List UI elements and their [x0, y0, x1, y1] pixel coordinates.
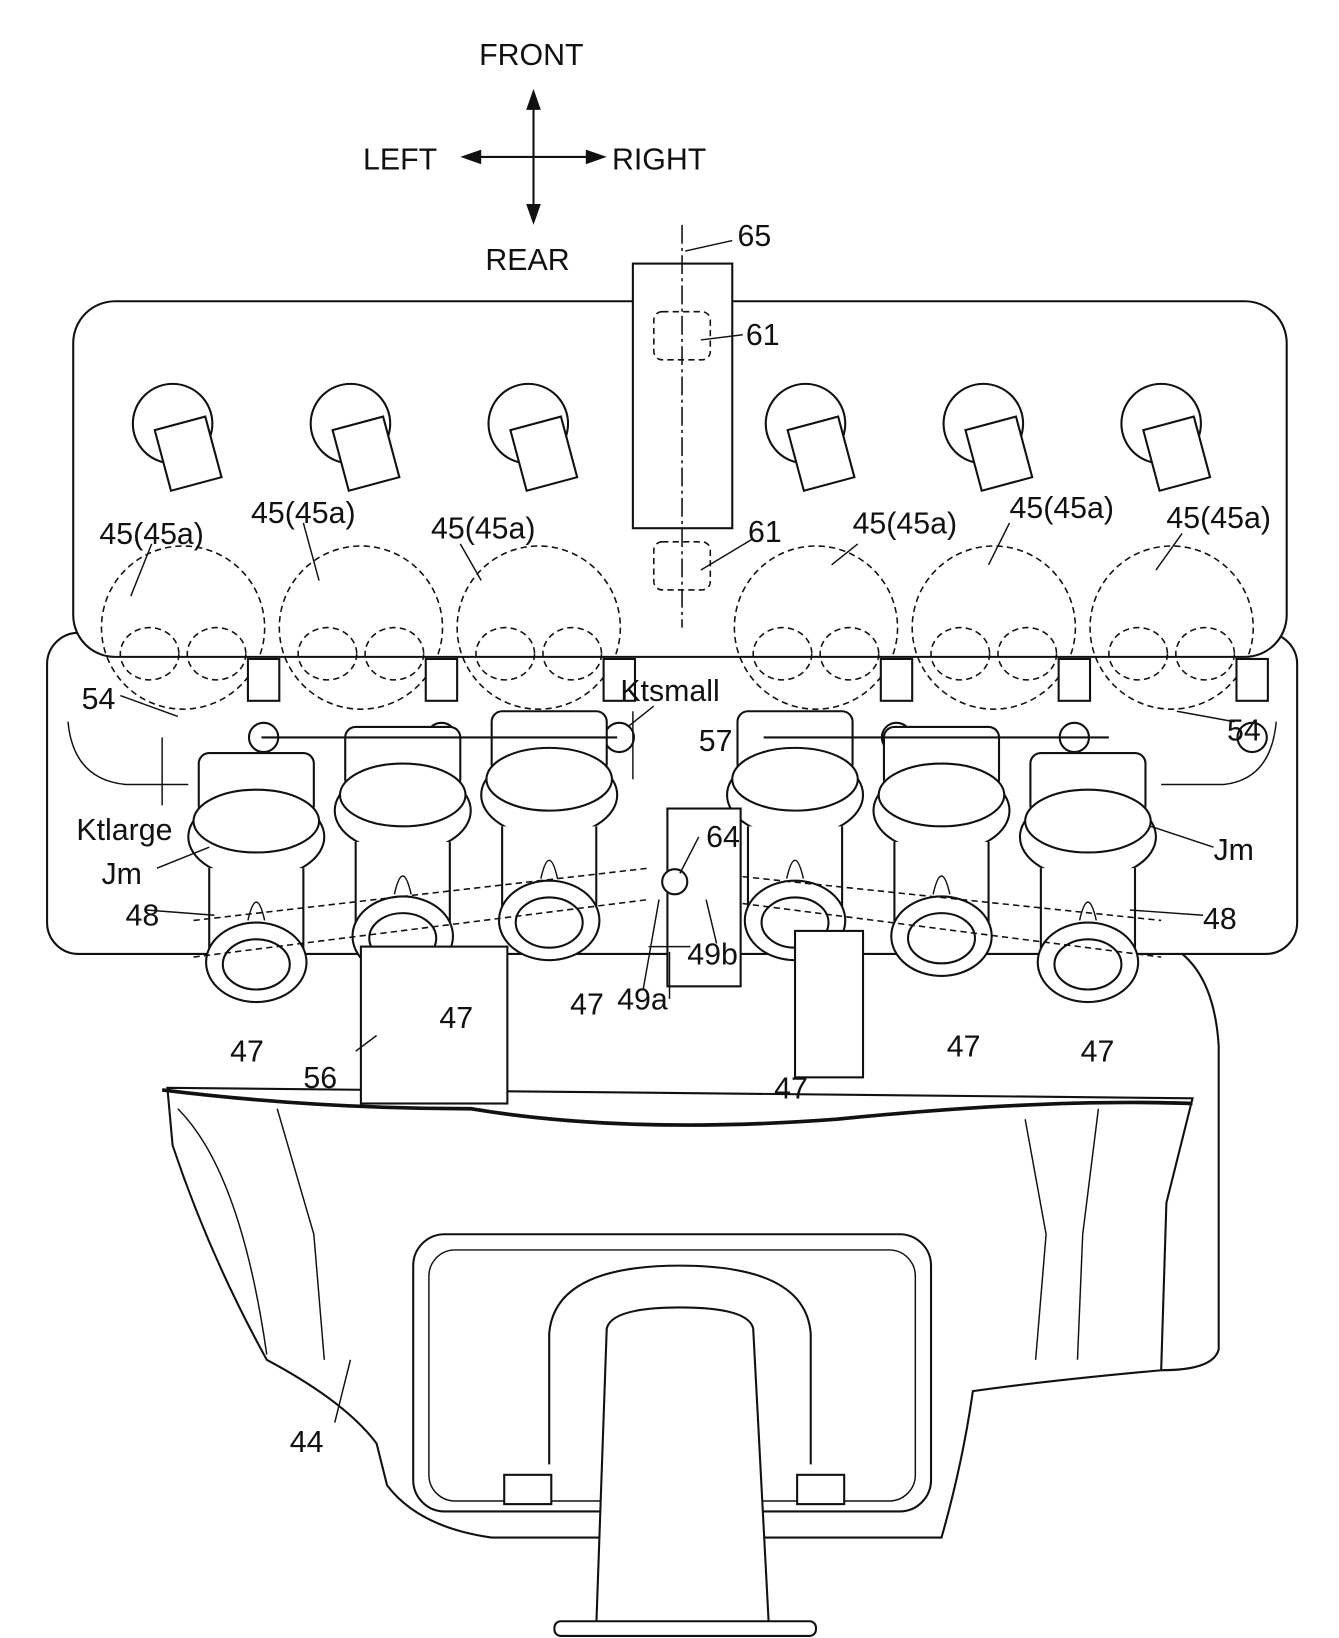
throttle-valve — [393, 875, 412, 895]
label-47-3: 47 — [570, 989, 604, 1022]
label-48-right: 48 — [1203, 903, 1237, 936]
label-left: LEFT — [363, 143, 437, 176]
label-49b: 49b — [687, 938, 738, 971]
throttle-valve — [932, 875, 951, 895]
label-47-6: 47 — [1081, 1036, 1115, 1069]
label-61-top: 61 — [746, 319, 780, 352]
cylinder-bore — [911, 545, 1077, 710]
cylinder-bore — [100, 545, 266, 710]
label-47-5: 47 — [947, 1030, 981, 1063]
label-45-3: 45(45a) — [431, 513, 536, 546]
intake-joint-ring — [877, 762, 1006, 828]
cylinder-bore — [456, 545, 622, 710]
funnel-opening — [514, 896, 584, 949]
label-jm-left: Jm — [101, 858, 141, 891]
injector — [424, 657, 459, 702]
throttle-valve — [540, 859, 559, 879]
intake-joint-ring — [485, 746, 614, 812]
cylinder-bore — [733, 545, 899, 710]
injector — [246, 657, 281, 702]
throttle-valve — [785, 859, 805, 879]
funnel-opening — [1053, 938, 1123, 991]
reference-labels: 65 61 61 45(45a) 45(45a) 45(45a) 45(45a)… — [76, 220, 1271, 1459]
injector — [879, 657, 914, 702]
label-45-6: 45(45a) — [1166, 502, 1271, 535]
plug-connector — [153, 415, 223, 493]
valve — [752, 626, 813, 681]
label-45-1: 45(45a) — [99, 518, 204, 551]
plug-connector — [786, 415, 856, 493]
intake-joint-ring — [192, 788, 321, 854]
label-54-right: 54 — [1227, 715, 1261, 748]
valve — [819, 626, 880, 681]
valve — [364, 626, 425, 681]
valve — [475, 626, 536, 681]
valve — [542, 626, 603, 681]
plug-connector — [509, 415, 579, 493]
funnel-opening — [906, 912, 977, 965]
valve — [186, 626, 247, 681]
valve — [297, 626, 358, 681]
intake-joint-ring — [338, 762, 467, 828]
label-right: RIGHT — [612, 143, 706, 176]
crankcase — [161, 940, 1220, 1637]
label-49a: 49a — [617, 983, 668, 1016]
valve — [119, 626, 180, 681]
leader-lines — [120, 239, 1235, 1423]
sensor-64 — [661, 868, 689, 896]
valve — [1108, 626, 1169, 681]
label-45-5: 45(45a) — [1009, 492, 1114, 525]
valve — [997, 626, 1058, 681]
throttle-valve — [247, 901, 266, 921]
valve — [1175, 626, 1236, 681]
plug-connector — [1142, 415, 1212, 493]
part-56 — [359, 945, 509, 1105]
direction-compass: FRONT REAR LEFT RIGHT — [363, 39, 706, 277]
label-ktlarge: Ktlarge — [76, 814, 172, 847]
label-48-left: 48 — [126, 900, 160, 933]
label-45-2: 45(45a) — [251, 497, 356, 530]
label-jm-right: Jm — [1213, 834, 1253, 867]
label-47-1: 47 — [230, 1036, 264, 1069]
label-54-left: 54 — [82, 683, 116, 716]
injector — [1235, 657, 1269, 702]
injector — [602, 657, 637, 702]
injector-base — [1236, 721, 1268, 754]
label-44: 44 — [290, 1426, 324, 1459]
cylinder-bore — [278, 545, 444, 710]
intake-joint-ring — [731, 746, 859, 812]
label-61-bottom: 61 — [748, 516, 782, 549]
cylinder-bore — [1089, 545, 1255, 710]
label-57: 57 — [699, 725, 733, 758]
throttle-bodies — [187, 710, 1162, 1004]
valve — [930, 626, 991, 681]
intake-joint-ring — [1024, 788, 1152, 854]
label-45-4: 45(45a) — [853, 507, 958, 540]
label-rear: REAR — [485, 244, 569, 277]
label-56: 56 — [303, 1062, 337, 1095]
label-65: 65 — [737, 220, 771, 253]
part-57 — [666, 807, 742, 988]
plug-connector — [331, 415, 401, 493]
label-47-4: 47 — [774, 1072, 808, 1105]
cylinders — [100, 382, 1269, 754]
label-47-2: 47 — [439, 1002, 473, 1035]
throttle-valve — [1078, 901, 1098, 921]
injector — [1057, 657, 1092, 702]
label-front: FRONT — [479, 39, 583, 72]
label-ktsmall: Ktsmall — [620, 675, 719, 708]
label-64: 64 — [706, 821, 740, 854]
plug-connector — [964, 415, 1034, 493]
